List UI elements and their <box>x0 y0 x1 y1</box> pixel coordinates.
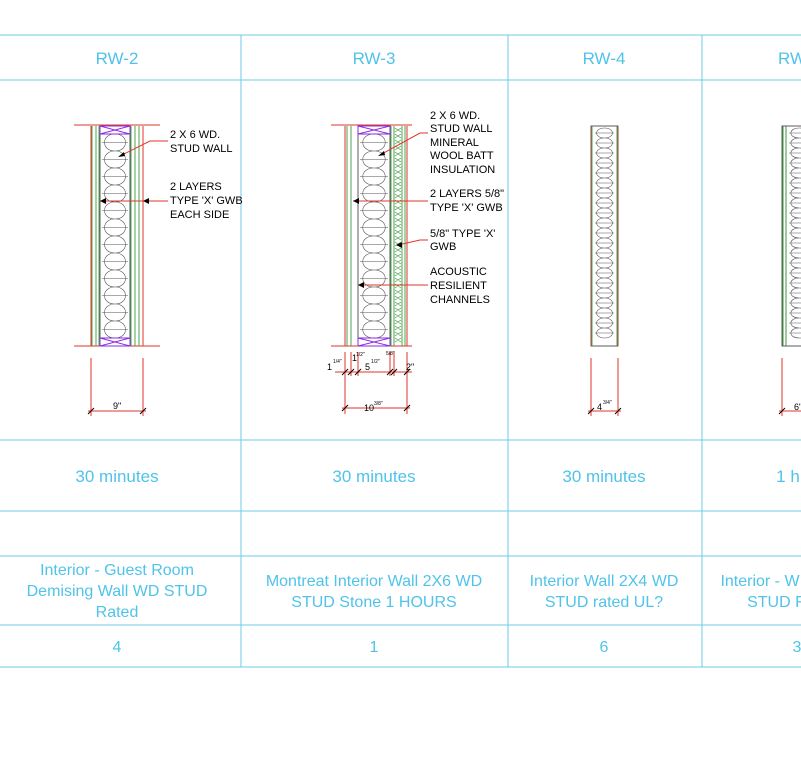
note-rw2-stud-1: 2 X 6 WD. <box>170 129 220 141</box>
dim-rw2-total: 9" <box>113 401 121 411</box>
count-rw4: 6 <box>600 639 609 656</box>
fire-rating-rw5: 1 h <box>776 467 800 486</box>
note-rw2-stud-2: STUD WALL <box>170 143 233 155</box>
note-rw3-chan-2: RESILIENT <box>430 280 487 292</box>
fire-rating-rw3: 30 minutes <box>332 467 415 486</box>
dim-rw3-d: 2" <box>406 362 414 372</box>
dim-rw3-total: 10 <box>364 403 374 413</box>
note-rw2-gwb-1: 2 LAYERS <box>170 181 222 193</box>
column-header-rw4: RW-4 <box>583 49 626 68</box>
count-rw5: 3 <box>793 639 801 656</box>
dim-rw5-total: 6" <box>794 402 801 412</box>
note-rw3-insul-3: INSULATION <box>430 164 495 176</box>
insulation-rw2 <box>102 133 128 339</box>
schedule-grid <box>0 34 801 668</box>
note-rw3-insul-1: MINERAL <box>430 137 479 149</box>
note-rw2-gwb-2: TYPE 'X' GWB <box>170 195 243 207</box>
note-rw3-gwb-1: 5/8" TYPE 'X' <box>430 228 495 240</box>
insulation-rw3 <box>360 133 388 339</box>
count-rw3: 1 <box>370 639 379 656</box>
count-rw2: 4 <box>113 639 122 656</box>
description-rw3-line2: STUD Stone 1 HOURS <box>291 594 456 611</box>
description-rw4-line1: Interior Wall 2X4 WD <box>530 573 679 590</box>
description-rw3-line1: Montreat Interior Wall 2X6 WD <box>266 573 482 590</box>
column-header-rw2: RW-2 <box>96 49 139 68</box>
note-rw3-stud-2: STUD WALL <box>430 123 493 135</box>
wall-section-rw2: 2 X 6 WD. STUD WALL 2 LAYERS TYPE 'X' GW… <box>74 124 243 416</box>
fire-rating-rw2: 30 minutes <box>75 467 158 486</box>
description-rw2-line1: Interior - Guest Room <box>40 562 194 579</box>
wall-section-rw4: 4 3/4" <box>587 125 622 416</box>
fire-rating-rw4: 30 minutes <box>562 467 645 486</box>
dim-rw3-total-sup: 3/8" <box>374 401 383 407</box>
dim-rw3-a: 1 <box>327 362 332 372</box>
dim-rw3-c: 5 <box>365 362 370 372</box>
dim-rw3-c-sup: 1/2" <box>371 359 380 365</box>
description-rw5-line1: Interior - W <box>720 573 800 590</box>
note-rw3-gwb2-2: TYPE 'X' GWB <box>430 202 503 214</box>
insulation-rw5 <box>789 127 801 339</box>
note-rw3-chan-3: CHANNELS <box>430 294 490 306</box>
dim-rw3-a-sup: 1/4" <box>333 359 342 365</box>
dim-rw3-b-sup: 1/2" <box>356 352 365 358</box>
note-rw3-chan-1: ACOUSTIC <box>430 266 487 278</box>
description-rw2-line2: Demising Wall WD STUD <box>27 583 208 600</box>
note-rw3-stud-1: 2 X 6 WD. <box>430 110 480 122</box>
description-rw5-line2: STUD F <box>747 594 801 611</box>
note-rw3-gwb2-1: 2 LAYERS 5/8" <box>430 188 504 200</box>
wall-section-rw5-partial: 6" <box>778 125 801 416</box>
dim-rw3-b: 1 <box>352 353 357 363</box>
dim-rw4-total: 4 <box>597 402 602 412</box>
dim-rw3-d-sup: 5/8" <box>386 351 395 357</box>
wall-section-rw3: 2 X 6 WD. STUD WALL MINERAL WOOL BATT IN… <box>327 110 504 414</box>
note-rw2-gwb-3: EACH SIDE <box>170 209 229 221</box>
note-rw3-insul-2: WOOL BATT <box>430 150 494 162</box>
note-rw3-gwb-2: GWB <box>430 241 456 253</box>
column-header-rw5: RW <box>778 49 801 68</box>
description-rw4-line2: STUD rated UL? <box>545 594 663 611</box>
description-rw2-line3: Rated <box>96 604 139 621</box>
insulation-rw4 <box>595 127 614 339</box>
column-header-rw3: RW-3 <box>353 49 396 68</box>
dim-rw4-total-sup: 3/4" <box>603 400 612 406</box>
